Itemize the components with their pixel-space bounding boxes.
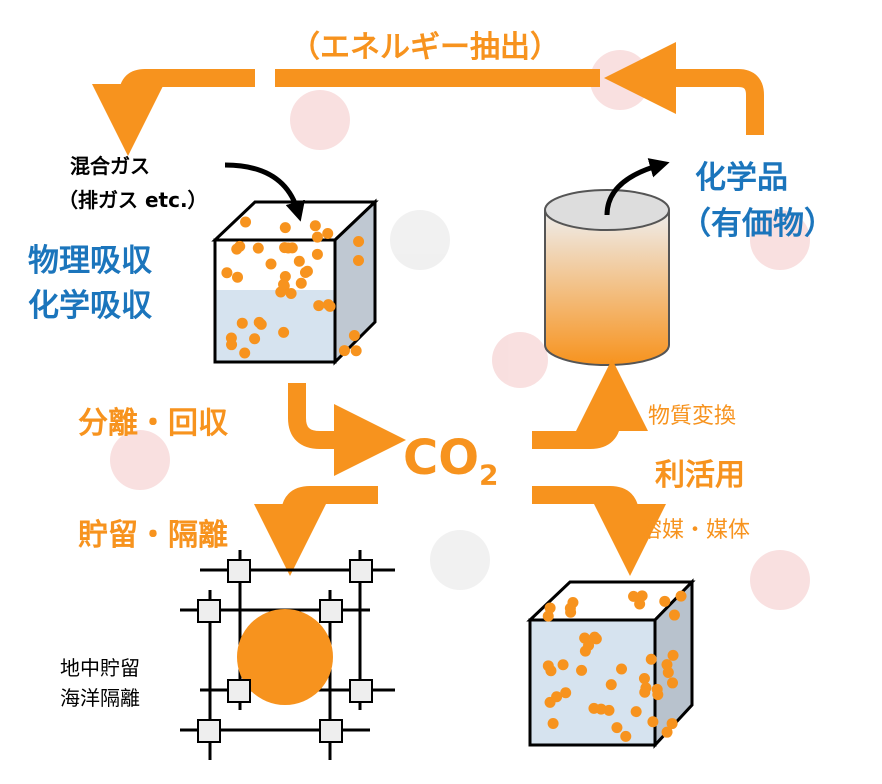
particle [240,216,252,228]
underground-storage-label: 地中貯留 [60,656,140,680]
conversion-label: 物質変換 [648,404,737,429]
particle [309,220,321,232]
particle [661,659,673,671]
particle [547,717,559,729]
particle [639,686,651,698]
particle [666,718,678,730]
particle [236,317,248,329]
particle [542,610,554,622]
particle [616,663,628,675]
exhaust-gas-label: （排ガス etc.） [58,188,208,212]
energy-loop-arrow [92,42,764,156]
particle [675,590,687,602]
particle [645,653,657,665]
particle [265,258,277,270]
particle [638,673,650,685]
particle [232,271,244,283]
gas-input-arrow [224,162,305,222]
particle [557,659,569,671]
particle [253,316,265,328]
valuables-label: （有価物） [680,206,835,242]
particle [322,299,334,311]
particle [239,347,251,359]
gas-particles [221,216,365,359]
particle [595,703,607,715]
solvent-particles [542,590,687,742]
particle [311,231,323,243]
particle [628,590,640,602]
particle [278,326,290,338]
chemical-absorption-label: 化学吸収 [28,288,152,324]
storage-isolation-label: 貯留・隔離 [78,518,228,553]
particle [295,277,307,289]
particle [279,222,291,234]
particle [350,345,362,357]
particle [661,726,673,738]
separation-recovery-label: 分離・回収 [78,406,228,441]
particle [544,602,556,614]
particle [338,345,350,357]
particle [234,240,246,252]
particle [668,609,680,621]
particle [620,730,632,742]
mixed-gas-label: 混合ガス [70,154,150,178]
co2-label: CO2 [403,430,499,492]
chemical-product-cylinder [544,189,670,366]
physical-absorption-label: 物理吸収 [28,243,152,279]
particle [249,333,261,345]
lattice-nodes [197,559,373,743]
particle [282,242,294,254]
particle [301,265,313,277]
particle [611,722,623,734]
particle [353,235,365,247]
ocean-isolation-label: 海洋隔離 [60,686,140,710]
particle [565,606,577,618]
particle [667,649,679,661]
co2-subscript: 2 [479,458,499,492]
particle [576,664,588,676]
co2-text: CO [403,430,480,486]
particle [313,300,325,312]
particle [647,716,659,728]
particle [293,255,305,267]
particle [226,339,238,351]
product-output-arrow [604,158,670,216]
particle [285,288,297,300]
particle [279,271,291,283]
particle [605,679,617,691]
absorption-cube [211,198,379,366]
particle [545,665,557,677]
solvent-medium-label: 溶媒・媒体 [640,518,751,543]
chemicals-label: 化学品 [695,160,788,196]
particle [589,631,601,643]
particle [252,242,264,254]
particle [353,254,365,266]
particle [221,267,233,279]
particle [651,683,663,695]
utilization-label: 利活用 [655,458,745,493]
stored-co2-blob [237,609,333,705]
energy-extraction-label: （エネルギー抽出） [290,30,560,65]
particle [560,687,572,699]
particle [551,691,563,703]
particle [322,227,334,239]
particle [630,706,642,718]
particle [636,590,648,602]
particle [348,329,360,341]
process-arrows [254,359,666,576]
particle [311,248,323,260]
particle [583,639,595,651]
particle [667,677,679,689]
particle [659,595,671,607]
